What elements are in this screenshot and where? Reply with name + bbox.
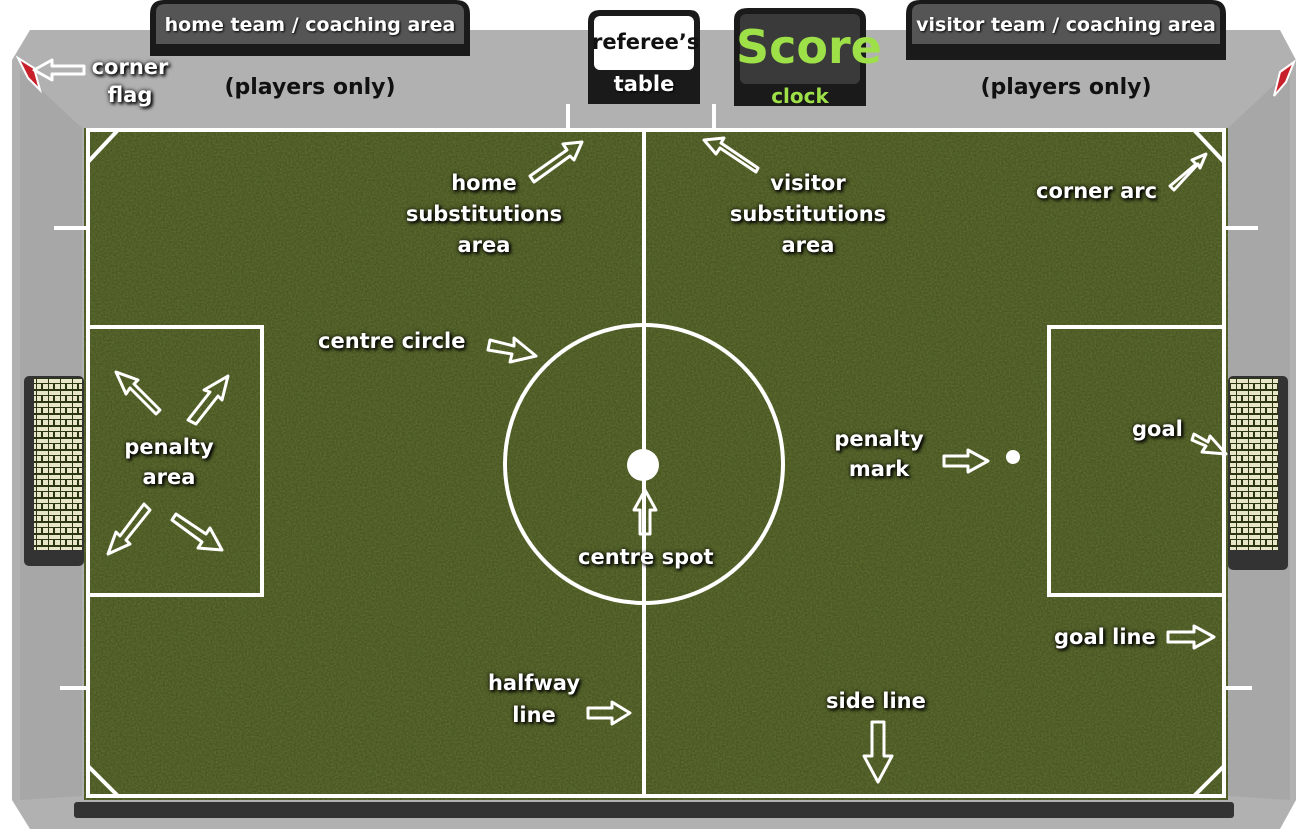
- goal-line-label: goal line: [1054, 625, 1156, 649]
- corner-flag-label-1: corner: [91, 55, 169, 79]
- penalty-area-label-2: area: [142, 465, 196, 489]
- visitor-coaching-label: visitor team / coaching area: [916, 14, 1216, 36]
- corner-arc-br: [1192, 764, 1226, 798]
- side-line-label: side line: [826, 689, 926, 713]
- home-subs-label-3: area: [457, 233, 511, 257]
- score-label: Score: [736, 20, 882, 74]
- goal-right: [1228, 376, 1288, 570]
- arrow-icon-pa-ll: [106, 502, 152, 556]
- home-coaching-inner: [156, 4, 464, 44]
- arrow-icon-pa-ul: [114, 370, 162, 416]
- visitor-subs-label-1: visitor: [770, 171, 846, 195]
- corner-arc-tr: [1192, 128, 1226, 164]
- arrow-icon-centre-circle: [486, 336, 538, 364]
- arrow-icon-corner-arc: [1168, 152, 1208, 192]
- visitor-coaching-inner: [912, 4, 1220, 44]
- penalty-mark-label-2: mark: [848, 457, 910, 481]
- centre-circle: [503, 323, 785, 605]
- penalty-area-left: [86, 325, 264, 597]
- bottom-strip: [74, 802, 1234, 818]
- penalty-mark: [1006, 450, 1020, 464]
- home-subs-label-2: substitutions: [405, 202, 563, 226]
- halfway-line-label-1: halfway: [487, 671, 581, 695]
- centre-spot: [627, 449, 659, 481]
- clock-label: clock: [771, 84, 829, 108]
- arrow-icon-centre-spot: [632, 488, 658, 536]
- corner-flag-icon: [15, 55, 42, 94]
- arrow-icon-home-subs: [528, 140, 584, 184]
- corner-flag-label-2: flag: [107, 83, 153, 107]
- referee-table-line1: referee’s: [592, 30, 700, 54]
- players-only-left: (players only): [224, 75, 396, 100]
- arrow-icon-pa-lr: [170, 512, 224, 552]
- arrow-icon-halfway: [586, 700, 632, 726]
- arrow-icon-goal-line: [1166, 624, 1216, 650]
- penalty-area-label-1: penalty: [124, 435, 214, 459]
- halfway-line-label-2: line: [512, 703, 556, 727]
- corner-arc-label: corner arc: [1036, 179, 1158, 203]
- arrow-icon-pa-ur: [186, 374, 230, 426]
- arrow-icon-side-line: [862, 720, 894, 784]
- arrow-icon-visitor-subs: [702, 136, 760, 174]
- visitor-subs-label-3: area: [781, 233, 835, 257]
- corner-flag-icon-right: [1273, 59, 1297, 97]
- corner-arc-bl: [86, 764, 120, 798]
- arrow-icon-penalty-mark: [942, 448, 990, 474]
- players-only-right: (players only): [980, 75, 1152, 100]
- visitor-subs-label-2: substitutions: [729, 202, 887, 226]
- centre-spot-label: centre spot: [578, 545, 714, 569]
- arrow-icon-corner-flag: [32, 58, 86, 82]
- penalty-mark-label-1: penalty: [834, 427, 924, 451]
- penalty-area-right: [1047, 325, 1226, 597]
- score-clock-screen: [740, 14, 860, 84]
- corner-arc-tl: [86, 128, 120, 164]
- goal-label: goal: [1132, 417, 1183, 441]
- home-coaching-label: home team / coaching area: [164, 14, 456, 36]
- home-subs-label-1: home: [451, 171, 517, 195]
- centre-circle-label: centre circle: [318, 329, 466, 353]
- arrow-icon-goal: [1190, 432, 1228, 456]
- referee-table-top: [594, 16, 694, 70]
- goal-left: [24, 376, 84, 566]
- referee-table-line2: table: [613, 72, 675, 96]
